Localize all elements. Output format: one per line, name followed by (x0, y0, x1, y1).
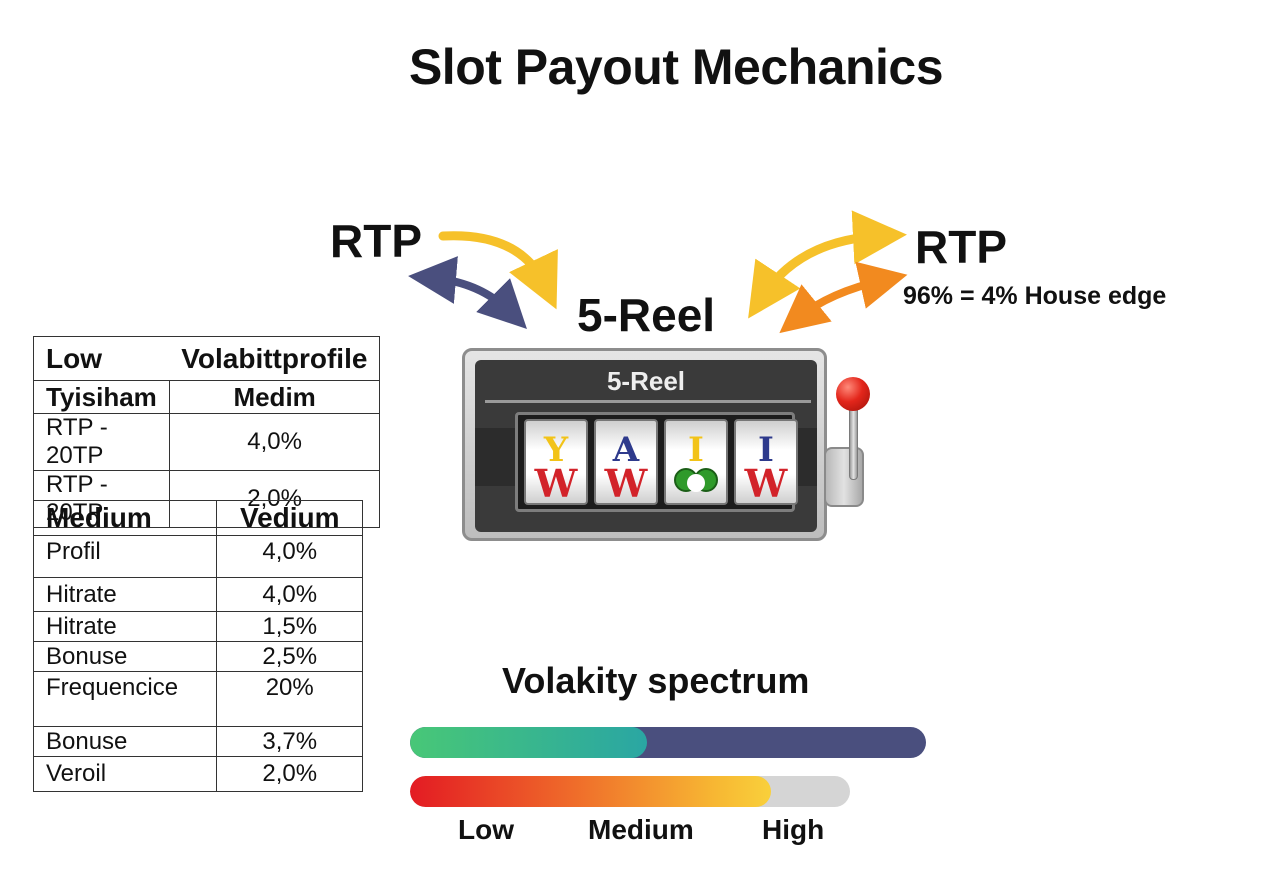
spectrum-title: Volakity spectrum (502, 660, 810, 701)
table-cell: 4,0% (216, 577, 363, 612)
table-header-row: Low Volabittprofile (33, 336, 381, 381)
arrow-reel-left-double (408, 256, 527, 329)
table-header-cell: Vedium (216, 500, 363, 536)
table-header-row: Medium Vedium (32, 500, 363, 536)
table-cell: Veroil (32, 756, 218, 792)
screen-title: 5-Reel (606, 366, 686, 396)
reel-2: A W (594, 419, 658, 505)
table-subheader-row: Tyisiham Medim (33, 380, 381, 414)
spectrum-level-low: Low (458, 814, 514, 845)
table-row: Bonuse 3,7% (32, 726, 363, 757)
table-cell: 4,0% (216, 535, 363, 578)
reel-4-symbol-top: I (758, 430, 774, 470)
reel-1: Y W (524, 419, 588, 505)
arrow-house-edge-double (779, 261, 908, 334)
lever-mount (824, 447, 864, 507)
table-header-cell: Volabittprofile (169, 336, 381, 381)
table-cell: Bonuse (32, 726, 218, 757)
spectrum-level-medium: Medium (588, 814, 694, 845)
table-cell: 3,7% (216, 726, 363, 757)
medium-volatility-table: Medium Vedium Profil 4,0% Hitrate 4,0% H… (32, 500, 363, 792)
arrow-rtp-left-to-reel (438, 231, 558, 310)
table-cell: 20% (216, 671, 363, 727)
reel-1-symbol-bottom: W (534, 461, 578, 505)
table-row: RTP - 20TP 4,0% (33, 413, 381, 471)
table-cell: RTP - 20TP (33, 413, 170, 471)
spectrum-bar-bottom-fill (410, 776, 771, 807)
table-cell: Hitrate (32, 577, 218, 612)
spectrum-bar-top (410, 727, 926, 758)
table-row: Frequencice 20% (32, 671, 363, 727)
reel-3-symbol-top: I (688, 430, 704, 470)
table-row: Hitrate 4,0% (32, 577, 363, 612)
reel-window: Y W A W I I W (515, 412, 798, 512)
table-row: Profil 4,0% (32, 535, 363, 578)
lever-rod[interactable] (849, 402, 858, 480)
table-header-cell: Medium (32, 500, 218, 536)
table-header-cell: Low (33, 336, 170, 381)
reel-count-label: 5-Reel (577, 289, 716, 341)
reel-4: I W (734, 419, 798, 505)
spectrum-bar-bottom (410, 776, 850, 807)
table-cell: Bonuse (32, 641, 218, 672)
machine-screen: 5-Reel Y W A W I I W (475, 360, 817, 532)
table-row: Veroil 2,0% (32, 756, 363, 792)
table-cell: 2,0% (216, 756, 363, 792)
spectrum-bar-top-fill (410, 727, 648, 758)
table-subheader-cell: Medim (168, 380, 381, 414)
spectrum-level-high: High (762, 814, 825, 845)
clover-icon (674, 468, 718, 492)
slot-machine: 5-Reel Y W A W I I W (462, 348, 827, 541)
house-edge-label: 96% = 4% House edge (903, 282, 1167, 310)
reel-3: I (664, 419, 728, 505)
reel-2-symbol-bottom: W (604, 461, 648, 505)
table-row: Bonuse 2,5% (32, 641, 363, 672)
reel-1-symbol-top: Y (543, 430, 569, 470)
rtp-label-right: RTP (915, 221, 1007, 273)
table-cell: Frequencice (32, 671, 218, 727)
page-title: Slot Payout Mechanics (408, 39, 944, 95)
rtp-label-left: RTP (330, 215, 422, 267)
reel-2-symbol-top: A (612, 430, 640, 470)
screen-divider (485, 400, 811, 403)
table-subheader-cell: Tyisiham (33, 380, 170, 414)
table-cell: Hitrate (32, 611, 218, 642)
arrow-rtp-right-double (748, 210, 907, 319)
lever-knob[interactable] (836, 377, 870, 411)
table-cell: Profil (32, 535, 218, 578)
table-row: Hitrate 1,5% (32, 611, 363, 642)
reel-4-symbol-bottom: W (744, 461, 788, 505)
table-cell: 4,0% (168, 413, 381, 471)
table-cell: 1,5% (216, 611, 363, 642)
table-cell: 2,5% (216, 641, 363, 672)
